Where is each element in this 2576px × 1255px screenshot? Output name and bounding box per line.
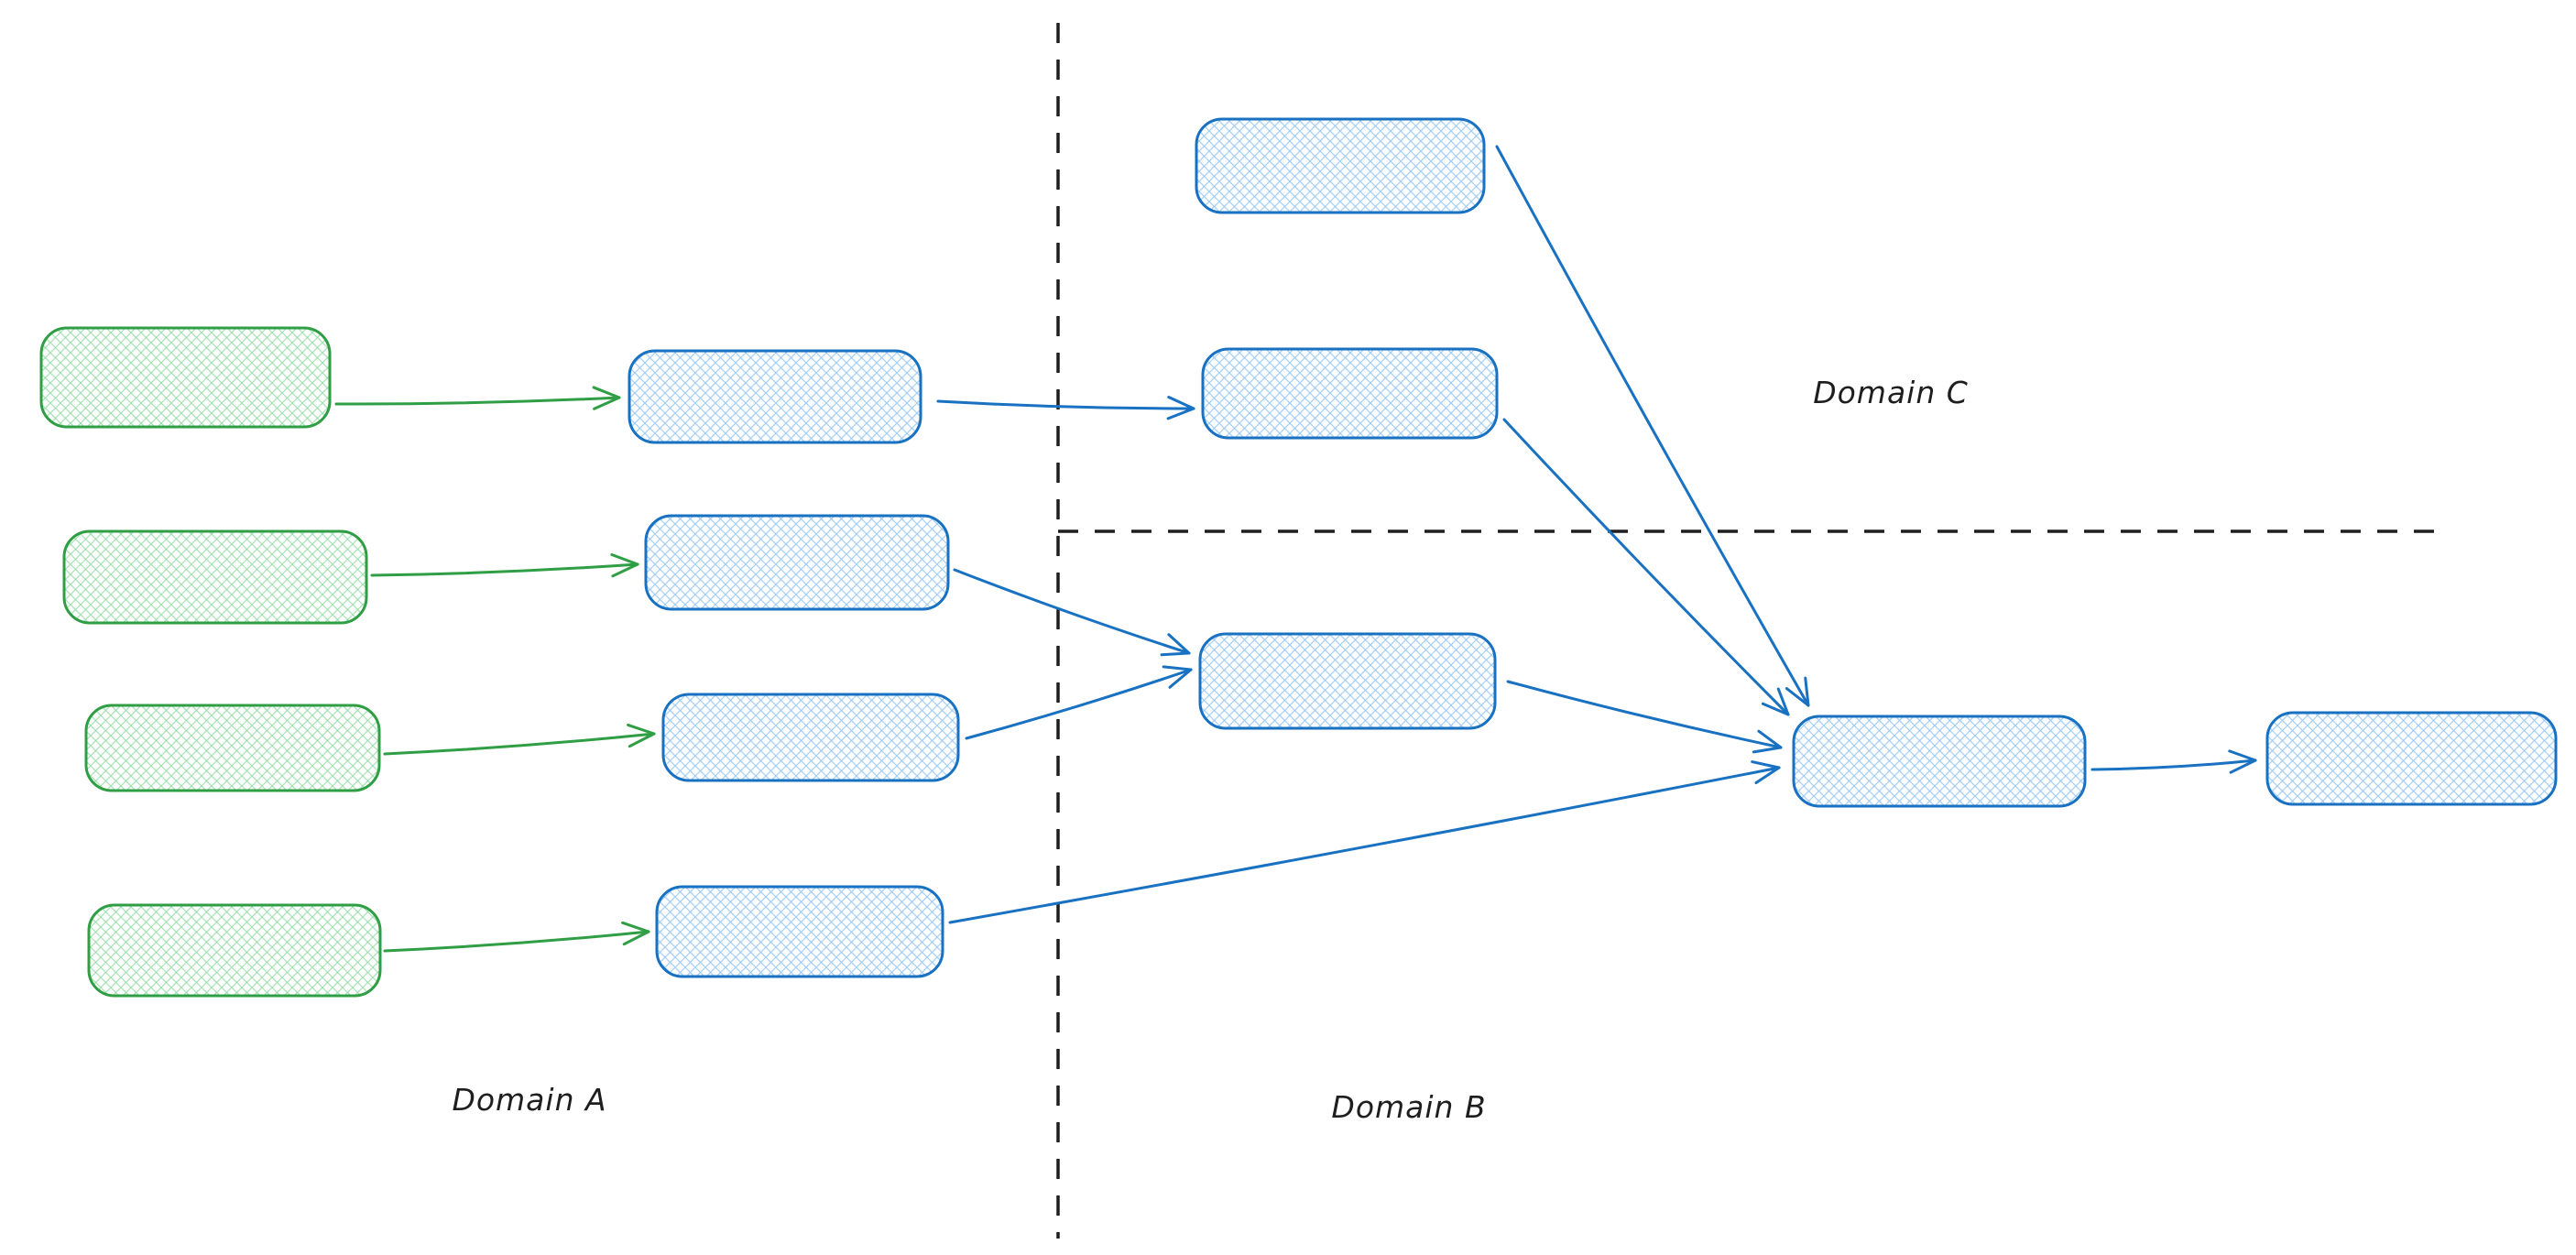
label-domain-a: Domain A (452, 1082, 606, 1118)
label-domain-b: Domain B (1331, 1089, 1486, 1125)
arrows-layer (334, 145, 2257, 953)
green-source-3 (84, 704, 381, 792)
arrow-merge-to-hub (1506, 680, 1783, 754)
blue-domainc-top (1195, 117, 1486, 214)
blue-hub (1792, 715, 2087, 808)
nodes-layer (39, 117, 2558, 998)
labels-layer: Domain A Domain B Domain C (452, 375, 1969, 1125)
arrow-cmid-to-hub (1502, 418, 1790, 716)
blue-output (2265, 711, 2558, 806)
arrow-green-3 (383, 723, 656, 756)
green-source-1 (39, 326, 332, 429)
blue-stage1-1 (628, 349, 922, 444)
arrow-green-1 (334, 386, 621, 410)
arrow-s1-to-cmid (936, 396, 1195, 420)
arrow-green-2 (370, 552, 639, 578)
blue-domainb-merge (1198, 632, 1497, 730)
arrow-green-4 (383, 921, 650, 953)
arrow-ctop-to-hub (1495, 145, 1810, 707)
green-source-4 (87, 903, 382, 998)
domain-dividers (1056, 23, 2446, 1239)
arrow-s2-to-merge (953, 568, 1191, 657)
arrow-s3-to-merge (965, 665, 1193, 740)
blue-stage1-2 (644, 514, 950, 611)
blue-stage1-4 (655, 885, 944, 978)
label-domain-c: Domain C (1813, 375, 1969, 410)
green-source-2 (62, 529, 368, 625)
arrow-hub-to-output (2090, 749, 2257, 774)
blue-domainc-mid (1201, 347, 1499, 440)
blue-stage1-3 (661, 693, 960, 782)
arrow-s4-to-hub (948, 760, 1781, 924)
